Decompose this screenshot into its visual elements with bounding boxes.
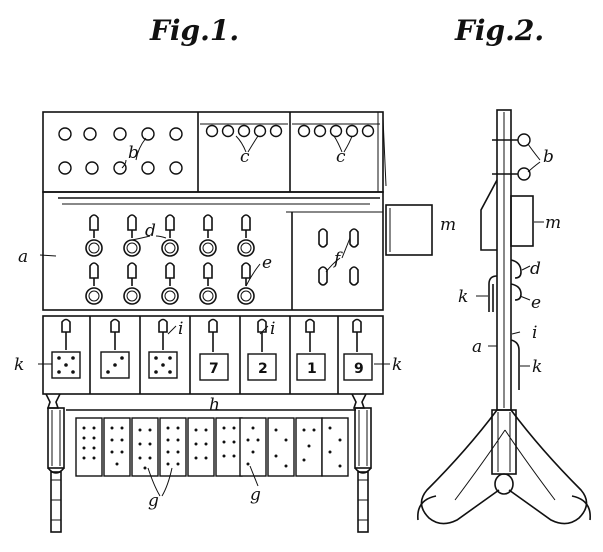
ref-k-fig2-2: k [532, 357, 542, 377]
ref-e-fig2: e [531, 293, 541, 313]
hanging-card-row-k: 7 2 1 9 [51, 318, 373, 381]
ref-m-fig1: m [440, 215, 456, 235]
card-label-4-text: 9 [354, 361, 364, 377]
ref-i-fig1-1: i [178, 319, 183, 339]
legs [45, 393, 372, 533]
hole-group-c-1 [205, 124, 283, 138]
ref-k-fig1-left: k [14, 355, 24, 375]
center-column [491, 409, 517, 475]
ref-g-fig1-2: g [250, 485, 261, 505]
base-left [420, 409, 500, 525]
card-label-3-text: 1 [307, 361, 317, 377]
ref-c-fig1-1: c [240, 147, 250, 167]
hole-group-c-2 [297, 124, 375, 138]
ref-d-fig1: d [145, 221, 156, 241]
domino-card-row-g [75, 417, 349, 477]
card-label-1-text: 7 [209, 361, 219, 377]
ref-b-fig1: b [128, 143, 139, 163]
hole-group-b [58, 127, 183, 175]
middle-panel [42, 191, 384, 311]
side-box-m [510, 195, 534, 247]
card-label-4 [343, 353, 373, 381]
ref-b-fig2: b [543, 147, 554, 167]
card-label-1 [199, 353, 229, 381]
fig-1-title: Fig.1. [149, 14, 239, 47]
ref-k-fig1-right: k [392, 355, 402, 375]
base-right [508, 409, 588, 525]
fig-2-machine-side: b m d e k a i k [417, 109, 591, 525]
ref-f-fig1: f [332, 249, 343, 269]
ref-e-fig1: e [262, 253, 272, 273]
ref-i-fig2: i [532, 323, 537, 343]
ref-a-fig1: a [18, 247, 28, 267]
ref-i-fig1-2: i [270, 319, 275, 339]
fig-2-title: Fig.2. [454, 14, 544, 47]
ref-d-fig2: d [530, 259, 541, 279]
lower-compartment-row [42, 315, 384, 395]
ref-k-fig2-1: k [458, 287, 468, 307]
ref-g-fig1-1: g [148, 491, 159, 511]
hook-ring-array-d-e [85, 214, 255, 305]
card-label-3 [296, 353, 326, 381]
ref-c-fig1-2: c [336, 147, 346, 167]
box-m [385, 204, 433, 256]
card-label-2 [247, 353, 277, 381]
card-dots-2 [100, 351, 130, 379]
ref-h-fig1: h [209, 395, 220, 415]
ref-a-fig2: a [472, 337, 482, 357]
leader-lines-fig-1 [38, 135, 390, 497]
hook-group-f [318, 228, 359, 286]
card-label-2-text: 2 [258, 361, 268, 377]
ref-m-fig2: m [545, 213, 561, 233]
fig-1-machine-front: 7 2 1 9 [14, 111, 456, 533]
